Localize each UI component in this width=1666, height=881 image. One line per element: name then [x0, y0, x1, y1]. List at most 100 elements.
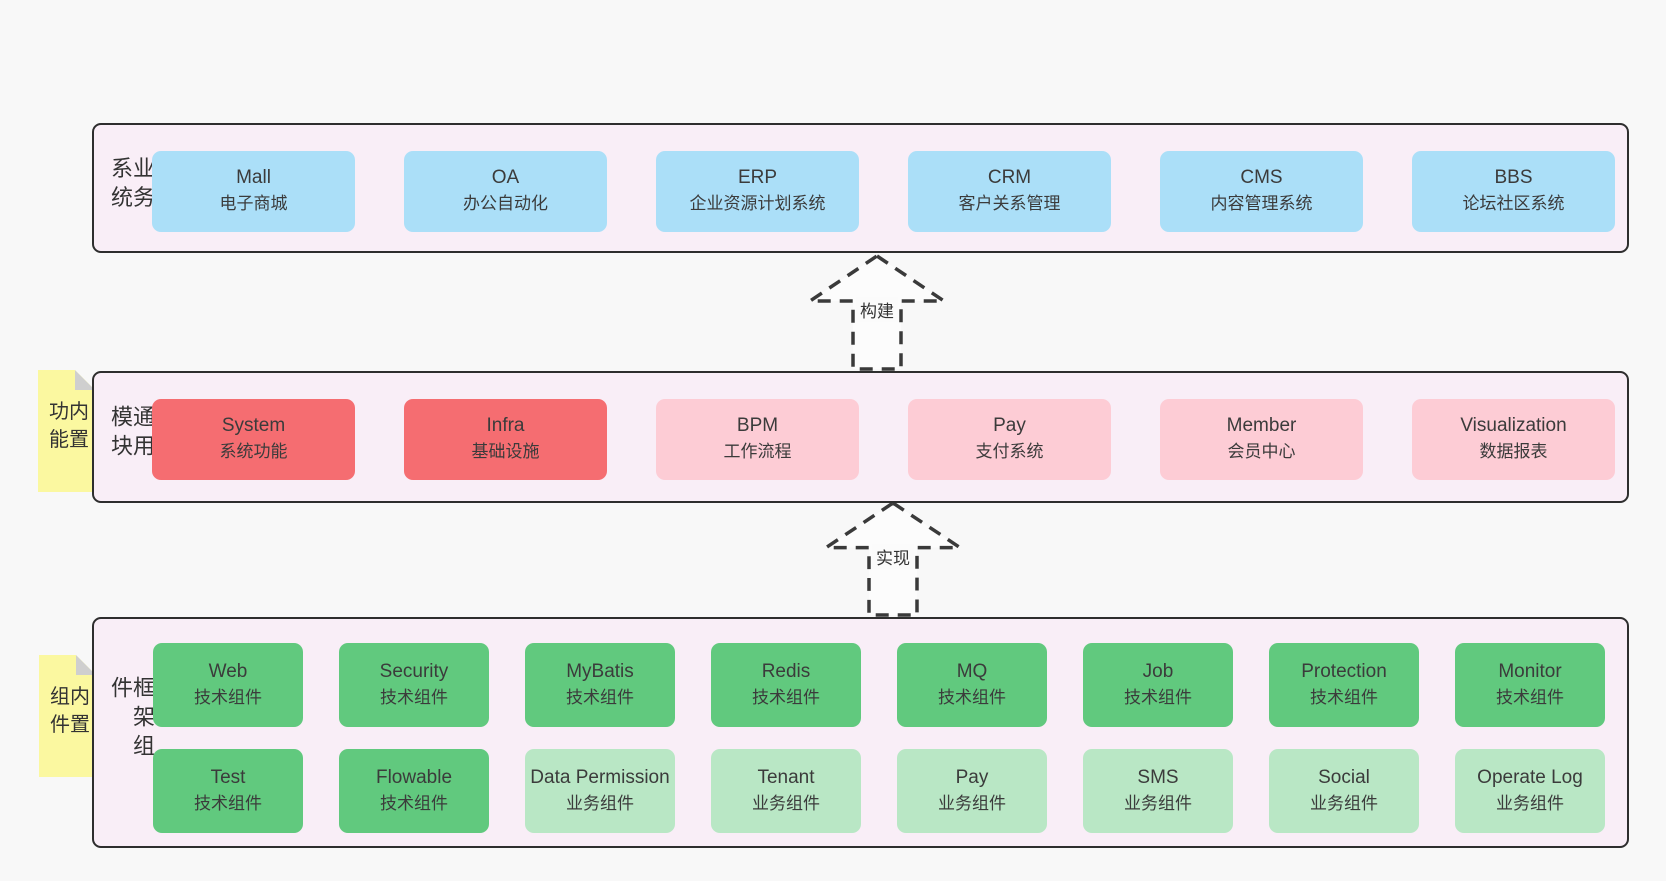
box-title: ERP	[737, 167, 778, 189]
framework-components-rows: Web 技术组件 Security 技术组件 MyBatis 技术组件 Redi…	[153, 643, 1605, 833]
box-title: BBS	[1494, 167, 1533, 189]
box-title: SMS	[1137, 766, 1179, 788]
box-visualization: Visualization 数据报表	[1412, 399, 1615, 480]
box-title: Operate Log	[1477, 766, 1583, 788]
biz-components-row: Test 技术组件 Flowable 技术组件 Data Permission …	[153, 749, 1605, 833]
box-title: Pay	[993, 415, 1026, 437]
box-subtitle: 技术组件	[380, 793, 448, 813]
box-subtitle: 技术组件	[938, 687, 1006, 707]
box-title: Mall	[236, 167, 271, 189]
box-test: Test 技术组件	[153, 749, 303, 833]
box-subtitle: 办公自动化	[463, 194, 548, 214]
sticky-note-text: 内置组件	[46, 685, 89, 742]
box-protection: Protection 技术组件	[1269, 643, 1419, 727]
box-title: BPM	[736, 415, 779, 437]
box-title: Web	[208, 660, 248, 682]
box-title: Job	[1142, 660, 1174, 682]
box-title: Flowable	[375, 766, 453, 788]
box-cms: CMS 内容管理系统	[1160, 151, 1363, 232]
arrow-implement-label: 实现	[872, 544, 914, 569]
box-bbs: BBS 论坛社区系统	[1412, 151, 1615, 232]
box-web: Web 技术组件	[153, 643, 303, 727]
box-title: Tenant	[757, 766, 815, 788]
box-subtitle: 基础设施	[471, 442, 540, 462]
box-mq: MQ 技术组件	[897, 643, 1047, 727]
box-redis: Redis 技术组件	[711, 643, 861, 727]
sticky-note-text: 内置功能	[45, 400, 88, 457]
box-subtitle: 业务组件	[1496, 793, 1564, 813]
box-erp: ERP 企业资源计划系统	[656, 151, 859, 232]
box-data-permission: Data Permission 业务组件	[525, 749, 675, 833]
box-system: System 系统功能	[152, 399, 355, 480]
box-subtitle: 业务组件	[566, 793, 634, 813]
box-subtitle: 技术组件	[1310, 687, 1378, 707]
box-title: MQ	[956, 660, 988, 682]
box-subtitle: 会员中心	[1227, 442, 1296, 462]
arrow-build: 构建	[807, 253, 947, 371]
box-monitor: Monitor 技术组件	[1455, 643, 1605, 727]
box-title: Protection	[1301, 660, 1387, 682]
box-subtitle: 企业资源计划系统	[689, 194, 826, 214]
box-title: Redis	[761, 660, 811, 682]
box-subtitle: 电子商城	[219, 194, 288, 214]
box-subtitle: 支付系统	[975, 442, 1044, 462]
box-title: Infra	[486, 415, 525, 437]
box-infra: Infra 基础设施	[404, 399, 607, 480]
box-subtitle: 技术组件	[1496, 687, 1564, 707]
box-subtitle: 客户关系管理	[958, 194, 1061, 214]
box-subtitle: 业务组件	[938, 793, 1006, 813]
arrow-implement: 实现	[823, 500, 963, 617]
box-tenant: Tenant 业务组件	[711, 749, 861, 833]
box-title: MyBatis	[566, 660, 634, 682]
box-pay-component: Pay 业务组件	[897, 749, 1047, 833]
box-title: Monitor	[1498, 660, 1562, 682]
box-subtitle: 技术组件	[380, 687, 448, 707]
band-label-framework-components: 框架组件	[108, 675, 155, 763]
box-mall: Mall 电子商城	[152, 151, 355, 232]
box-title: CRM	[987, 167, 1032, 189]
box-subtitle: 技术组件	[194, 687, 262, 707]
business-systems-row: Mall 电子商城 OA 办公自动化 ERP 企业资源计划系统 CRM 客户关系…	[152, 151, 1615, 232]
band-framework-components: 框架组件 Web 技术组件 Security 技术组件 MyBatis 技术组件…	[92, 617, 1629, 848]
box-subtitle: 业务组件	[752, 793, 820, 813]
box-subtitle: 论坛社区系统	[1462, 194, 1565, 214]
box-subtitle: 技术组件	[1124, 687, 1192, 707]
box-crm: CRM 客户关系管理	[908, 151, 1111, 232]
band-label-business-systems: 业务系统	[108, 156, 155, 215]
band-common-modules: 通用模块 System 系统功能 Infra 基础设施 BPM 工作流程 Pay…	[92, 371, 1629, 503]
box-subtitle: 系统功能	[219, 442, 288, 462]
box-title: Security	[379, 660, 449, 682]
box-title: System	[221, 415, 286, 437]
box-title: Member	[1226, 415, 1297, 437]
box-subtitle: 业务组件	[1124, 793, 1192, 813]
box-subtitle: 数据报表	[1479, 442, 1548, 462]
box-subtitle: 工作流程	[723, 442, 792, 462]
box-sms: SMS 业务组件	[1083, 749, 1233, 833]
band-label-common-modules: 通用模块	[108, 405, 155, 463]
box-mybatis: MyBatis 技术组件	[525, 643, 675, 727]
sticky-note-builtin-components: 内置组件	[39, 655, 96, 777]
box-title: Social	[1318, 766, 1370, 788]
box-operate-log: Operate Log 业务组件	[1455, 749, 1605, 833]
band-business-systems: 业务系统 Mall 电子商城 OA 办公自动化 ERP 企业资源计划系统 CRM…	[92, 123, 1629, 253]
box-bpm: BPM 工作流程	[656, 399, 859, 480]
box-job: Job 技术组件	[1083, 643, 1233, 727]
box-subtitle: 技术组件	[752, 687, 820, 707]
box-subtitle: 技术组件	[194, 793, 262, 813]
box-subtitle: 内容管理系统	[1210, 194, 1313, 214]
box-social: Social 业务组件	[1269, 749, 1419, 833]
box-title: Test	[210, 766, 246, 788]
sticky-note-builtin-features: 内置功能	[38, 370, 95, 492]
box-subtitle: 技术组件	[566, 687, 634, 707]
box-pay: Pay 支付系统	[908, 399, 1111, 480]
box-title: Pay	[955, 766, 989, 788]
box-title: OA	[491, 167, 520, 189]
box-title: Data Permission	[530, 766, 670, 788]
box-subtitle: 业务组件	[1310, 793, 1378, 813]
box-oa: OA 办公自动化	[404, 151, 607, 232]
box-security: Security 技术组件	[339, 643, 489, 727]
box-member: Member 会员中心	[1160, 399, 1363, 480]
box-title: Visualization	[1460, 415, 1567, 437]
box-title: CMS	[1240, 167, 1283, 189]
